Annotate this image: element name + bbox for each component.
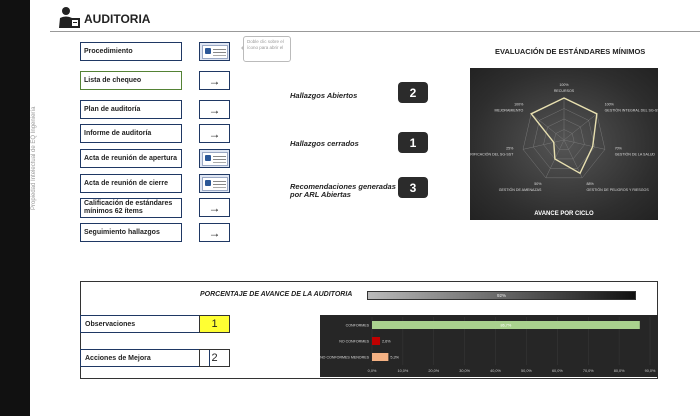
hallazgos-abiertos-label: Hallazgos Abiertos [290, 91, 358, 100]
menu-item-procedimiento[interactable]: Procedimiento [80, 42, 182, 61]
document-icon[interactable] [199, 149, 230, 168]
radar-footer: AVANCE POR CICLO [534, 211, 594, 217]
document-icon[interactable] [199, 42, 230, 61]
radar-value-label: 100% [559, 83, 569, 87]
recomendaciones-count: 3 [398, 177, 428, 198]
radar-axis-label: MEJORAMIENTO [494, 109, 523, 113]
document-icon[interactable] [199, 174, 230, 193]
radar-title: EVALUACIÓN DE ESTÁNDARES MÍNIMOS [495, 47, 646, 56]
bar-x-tick-label: 60,0% [552, 369, 563, 373]
bar-x-tick-label: 80,0% [614, 369, 625, 373]
vertical-ownership-text: Propiedad Intelectual de EQ Ingeniería [31, 106, 37, 210]
conformity-bar-chart: 0,0% 10,0% 20,0% 30,0% 40,0% 50,0% 60,0% 70,0% 8… [320, 317, 656, 373]
left-dark-bar [0, 0, 30, 416]
page-title: AUDITORIA [84, 12, 151, 26]
arrow-right-icon[interactable]: → [199, 223, 230, 242]
recomendaciones-label: Recomendaciones generadas por ARL Abiert… [290, 182, 396, 200]
menu-item-seguimiento-hallazgos[interactable]: Seguimiento hallazgos [80, 223, 182, 242]
bar-value-label: 2,6% [382, 339, 391, 343]
radar-grid-ring [543, 118, 585, 160]
radar-axis-label: RECURSOS [554, 89, 575, 93]
bar-x-tick-label: 40,0% [490, 369, 501, 373]
observaciones-label: Observaciones [80, 315, 210, 333]
radar-axis-label: GESTIÓN DE AMENAZAS [499, 187, 542, 192]
observaciones-count: 1 [199, 315, 230, 333]
arrow-right-icon[interactable]: → [199, 100, 230, 119]
acciones-mejora-label: Acciones de Mejora [80, 349, 210, 367]
hallazgos-abiertos-count: 2 [398, 82, 428, 103]
bar-value-label: 86,7% [501, 323, 512, 327]
bar [372, 337, 381, 345]
bar-category-label: CONFORMES [346, 323, 370, 327]
arrow-right-icon[interactable]: → [199, 71, 230, 90]
radar-spoke [563, 139, 606, 150]
radar-value-label: 100% [605, 103, 615, 107]
audit-progress-label: 92% [496, 293, 506, 298]
hallazgos-cerrados-count: 1 [398, 132, 428, 153]
radar-grid-ring [522, 97, 606, 179]
menu-item-lista-chequeo[interactable]: Lista de chequeo [80, 71, 182, 90]
radar-grid-ring [533, 108, 595, 169]
bar [372, 321, 640, 329]
radar-spoke [563, 113, 597, 141]
bar-x-tick-label: 70,0% [583, 369, 594, 373]
bar-x-tick-label: 20,0% [428, 369, 439, 373]
menu-item-acta-apertura[interactable]: Acta de reunión de apertura [80, 149, 182, 168]
avance-title: PORCENTAJE DE AVANCE DE LA AUDITORIA [200, 291, 353, 298]
bar-value-label: 5,3% [390, 355, 399, 359]
hint-note: Doble clic sobre el ícono para abrir el [241, 36, 291, 62]
menu-item-acta-cierre[interactable]: Acta de reunión de cierre [80, 174, 182, 193]
radar-value-label: 25% [506, 147, 514, 151]
bar-category-label: NO CONFORMES MENORES [320, 355, 370, 359]
audit-progress-bar: 92% [367, 291, 636, 300]
bar [372, 353, 389, 361]
radar-axis-label: GESTIÓN DE PELIGROS Y RIESGOS [587, 187, 650, 192]
radar-spoke [522, 139, 565, 150]
radar-value-label: 100% [514, 103, 524, 107]
radar-value-label: 88% [587, 182, 595, 186]
bar-category-label: NO CONFORMES [339, 339, 369, 343]
radar-axis-label: VERIFICACIÓN DEL SG-SST [470, 152, 514, 157]
radar-spoke [531, 113, 565, 141]
bar-x-tick-label: 0,0% [368, 369, 377, 373]
arrow-right-icon[interactable]: → [199, 124, 230, 143]
radar-grid-ring [553, 129, 575, 150]
radar-value-label: 70% [615, 147, 623, 151]
bar-x-tick-label: 90,0% [645, 369, 656, 373]
acciones-mejora-count: 2 [199, 349, 230, 367]
menu-item-informe-auditoria[interactable]: Informe de auditoría [80, 124, 182, 143]
bar-x-tick-label: 30,0% [459, 369, 470, 373]
radar-series [530, 97, 598, 175]
header: AUDITORIA [50, 4, 700, 32]
arrow-right-icon[interactable]: → [199, 198, 230, 217]
conformity-bar-chart-panel: 0,0% 10,0% 20,0% 30,0% 40,0% 50,0% 60,0% 70,0% 8… [320, 315, 658, 377]
hallazgos-cerrados-label: Hallazgos cerrados [290, 139, 359, 148]
radar-spoke [563, 139, 583, 178]
radar-value-label: 50% [534, 182, 542, 186]
menu-item-plan-auditoria[interactable]: Plan de auditoría [80, 100, 182, 119]
radar-axis-label: GESTIÓN INTEGRAL DEL SG-SST [605, 108, 658, 113]
bar-x-tick-label: 50,0% [521, 369, 532, 373]
menu-item-calificacion-estandares[interactable]: Calificación de estándares mínimos 62 ít… [80, 198, 182, 218]
auditor-icon [59, 7, 80, 28]
bar-x-tick-label: 10,0% [397, 369, 408, 373]
radar-axis-label: GESTIÓN DE LA SALUD [615, 152, 656, 157]
